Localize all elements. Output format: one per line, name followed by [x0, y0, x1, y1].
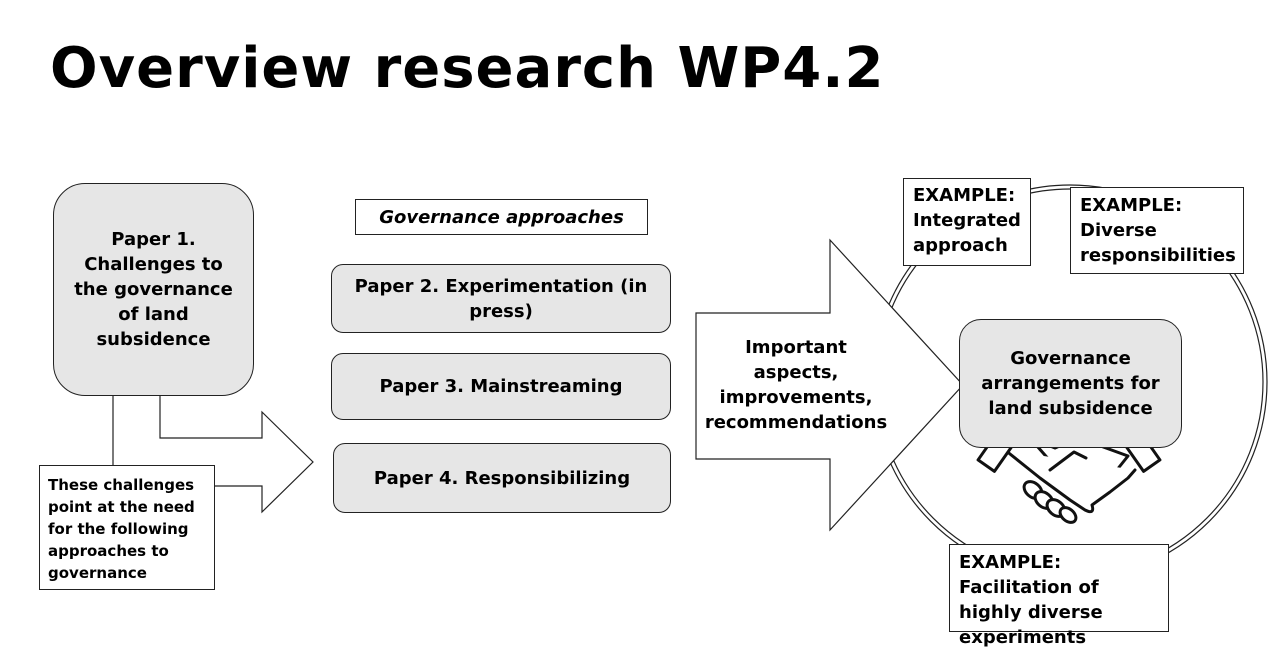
paper2-box: Paper 2. Experimentation (in press) [331, 264, 671, 333]
page-title: Overview research WP4.2 [50, 36, 885, 101]
example-diverse-responsibilities: EXAMPLE: Diverse responsibilities [1070, 187, 1244, 274]
paper4-box: Paper 4. Responsibilizing [333, 443, 671, 513]
paper3-box: Paper 3. Mainstreaming [331, 353, 671, 420]
example-integrated-approach: EXAMPLE: Integrated approach [903, 178, 1031, 266]
big-arrow [695, 238, 964, 532]
example-facilitation: EXAMPLE: Facilitation of highly diverse … [949, 544, 1169, 648]
governance-arrangements-box: Governance arrangements for land subside… [959, 319, 1182, 448]
arrow-label: Important aspects, improvements, recomme… [704, 337, 888, 433]
challenge-note: These challenges point at the need for t… [39, 465, 215, 590]
paper1-box: Paper 1. Challenges to the governance of… [53, 183, 254, 396]
bent-arrow [159, 396, 314, 514]
governance-approaches-label: Governance approaches [355, 199, 648, 235]
